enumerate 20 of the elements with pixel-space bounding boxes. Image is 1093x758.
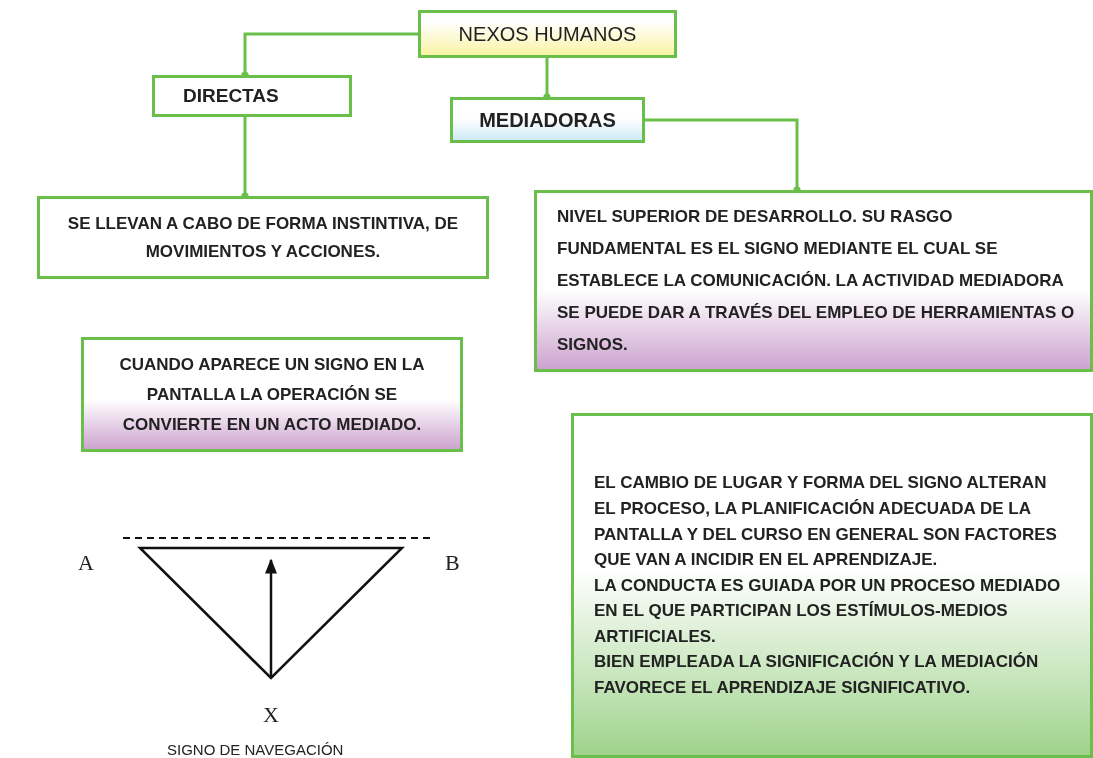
- box-text: NIVEL SUPERIOR DE DESARROLLO. SU RASGO FUNDAMENTAL ES EL SIGNO MEDIANTE EL CUAL SE ESTABLECE LA COMUNICACIÓN. LA ACTIVIDAD MEDIADORA SE PUEDE DAR A TRAVÉS DEL EMPLEO DE HERRAMIENTAS O SIGNOS.: [557, 206, 1076, 356]
- box-text: MEDIADORAS: [478, 108, 617, 132]
- box-text: EL CAMBIO DE LUGAR Y FORMA DEL SIGNO ALTERAN EL PROCESO, LA PLANIFICACIÓN ADECUADA DE LA PANTALLA Y DEL CURSO EN GENERAL SON FACTORES QUE VAN A INCIDIR EN EL APRENDIZAJE.: [594, 472, 1058, 572]
- concept-box: [81, 337, 463, 452]
- point-label: X: [263, 702, 279, 728]
- concept-box: [37, 196, 489, 279]
- box-text: CUANDO APARECE UN SIGNO EN LA PANTALLA LA OPERACIÓN SE CONVIERTE EN UN ACTO MEDIADO.: [118, 353, 426, 436]
- box-text: LA CONDUCTA ES GUIADA POR UN PROCESO MEDIADO EN EL QUE PARTICIPAN LOS ESTÍMULOS-MEDIOS ARTIFICIALES.: [594, 574, 1062, 648]
- box-text: NEXOS HUMANOS: [457, 22, 638, 46]
- box-text: DIRECTAS: [183, 84, 280, 108]
- drawing-caption: SIGNO DE NAVEGACIÓN: [167, 741, 344, 758]
- point-label: B: [445, 550, 460, 576]
- box-text: SE LLEVAN A CABO DE FORMA INSTINTIVA, DE MOVIMIENTOS Y ACCIONES.: [66, 212, 460, 263]
- point-label: A: [78, 550, 94, 576]
- concept-box: [152, 75, 352, 117]
- concept-box: [450, 97, 645, 143]
- concept-box: [571, 413, 1093, 758]
- concept-box: [418, 10, 677, 58]
- concept-box: [534, 190, 1093, 372]
- box-text: BIEN EMPLEADA LA SIGNIFICACIÓN Y LA MEDIACIÓN FAVORECE EL APRENDIZAJE SIGNIFICATIVO.: [594, 651, 1040, 700]
